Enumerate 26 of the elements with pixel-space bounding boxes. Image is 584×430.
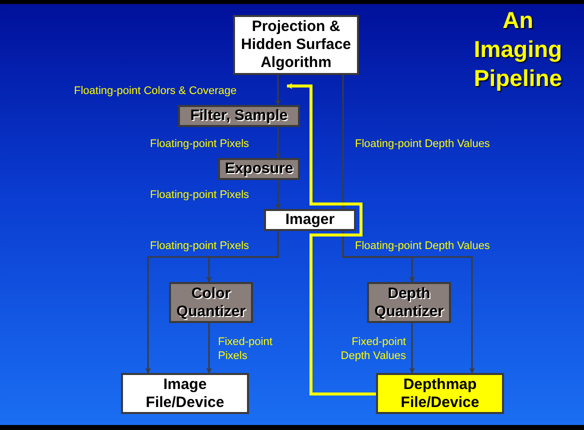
arrow — [342, 231, 475, 374]
edge-label: Floating-point Depth Values — [355, 239, 491, 253]
process-box: Depth Quantizer — [367, 282, 451, 323]
process-box: Image File/Device — [121, 373, 249, 414]
arrow — [275, 127, 281, 159]
edge-label: Floating-point Colors & Coverage — [74, 84, 238, 98]
edge-label: Fixed-point Depth Values — [340, 335, 406, 363]
arrow — [340, 75, 346, 210]
process-box: Exposure — [218, 158, 300, 180]
process-box: Projection & Hidden Surface Algorithm — [233, 15, 359, 75]
process-box: Color Quantizer — [169, 282, 253, 323]
edge-label: Floating-point Depth Values — [355, 137, 491, 151]
arrow — [206, 323, 212, 374]
arrow — [409, 323, 415, 374]
edge-label: Floating-point Pixels — [150, 239, 250, 253]
edge-label: Floating-point Pixels — [150, 188, 250, 202]
title: An Imaging Pipeline — [472, 6, 564, 93]
process-box: Imager — [264, 209, 356, 231]
arrow — [275, 75, 281, 106]
process-box: Filter, Sample — [178, 105, 300, 127]
arrow — [275, 180, 281, 210]
edge-label: Fixed-point Pixels — [218, 335, 274, 363]
process-box: Depthmap File/Device — [376, 373, 504, 414]
arrow — [145, 231, 279, 374]
edge-label: Floating-point Pixels — [150, 137, 250, 151]
arrow — [286, 83, 376, 396]
